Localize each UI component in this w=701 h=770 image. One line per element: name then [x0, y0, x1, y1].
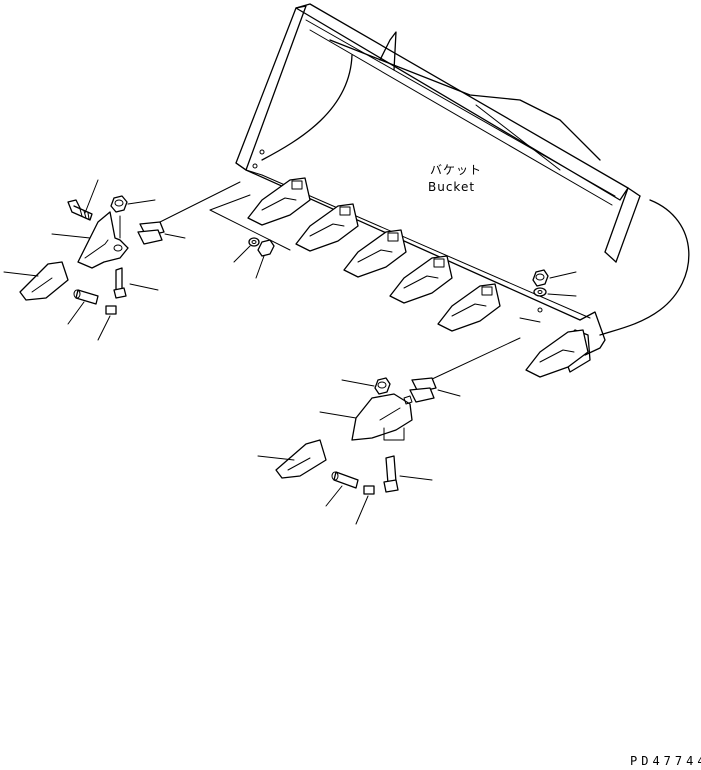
- tooth-5: [437, 283, 501, 332]
- tooth-4: [389, 255, 453, 304]
- nut-right: [532, 269, 549, 287]
- nut-lower-left: [257, 239, 275, 257]
- bucket-lifting-lug: [379, 31, 397, 71]
- tooth-corner: [525, 329, 589, 378]
- tooth-2: [295, 203, 359, 252]
- bucket-right-curve: [599, 199, 690, 336]
- clip-center: [409, 377, 437, 403]
- tooth-1: [247, 177, 311, 226]
- leader-line: [159, 181, 241, 223]
- pin-left: [73, 289, 99, 305]
- nut-left: [110, 195, 128, 213]
- right-exploded-group: [532, 269, 577, 297]
- part-label-english: Bucket: [428, 180, 475, 194]
- bucket: [235, 3, 690, 373]
- washer-right: [533, 287, 547, 297]
- washer-left: [248, 237, 260, 247]
- nut-center: [374, 377, 391, 395]
- bucket-left-side-plate: [235, 5, 307, 171]
- bucket-cutting-edge: [235, 162, 581, 321]
- pin-center: [331, 471, 359, 489]
- bucket-back-curve: [261, 54, 353, 161]
- adapter-left: [77, 211, 129, 269]
- left-exploded-group: [3, 179, 275, 341]
- part-label-japanese: バケット: [430, 163, 482, 177]
- pin-bolt-left: [113, 267, 127, 299]
- clip-left: [137, 221, 165, 245]
- center-exploded-group: [257, 377, 461, 525]
- tooth-row: [247, 177, 589, 378]
- tooth-center: [275, 439, 327, 479]
- bolt-left: [67, 199, 93, 221]
- adapter-center: [351, 393, 413, 441]
- drawing-code: PD47744: [630, 754, 701, 768]
- tooth-left: [19, 261, 69, 301]
- tooth-3: [343, 229, 407, 278]
- lock-left: [105, 305, 117, 315]
- lock-center: [363, 485, 375, 495]
- pin-bolt-center: [383, 455, 399, 493]
